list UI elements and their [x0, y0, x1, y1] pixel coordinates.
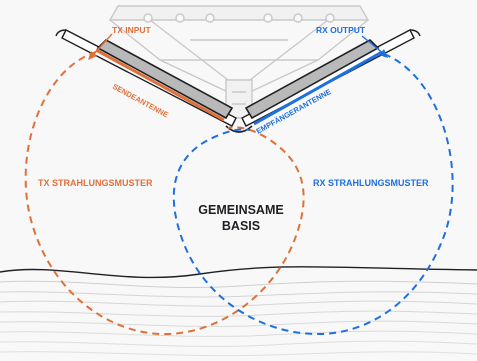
tx-radiation-pattern [24, 51, 305, 336]
rx-antenna-edge [253, 50, 383, 126]
ground-texture-line [0, 351, 477, 357]
ground-texture-line [0, 330, 477, 337]
bracket-bolt [205, 13, 215, 23]
ground-texture-line [0, 300, 477, 307]
rx-antenna [244, 39, 383, 126]
bracket-diagonal [149, 19, 229, 81]
bracket-bolt [325, 13, 335, 23]
rx-output-arrow [361, 35, 388, 58]
bracket-bolt [143, 13, 153, 23]
rx-output-arrow-line [361, 35, 385, 55]
tx-input-arrow [88, 33, 113, 60]
ground-texture-line [0, 310, 477, 317]
ground-texture-line [0, 320, 477, 327]
bracket-bolt [293, 13, 303, 23]
right-wing-outline [241, 29, 415, 127]
bracket-bolt [263, 13, 273, 23]
common-base-label-line1: GEMEINSAME [198, 203, 283, 217]
tx-input-arrow-line [91, 33, 113, 57]
ground-horizon-line [0, 266, 477, 279]
rx-antenna-panel [244, 39, 380, 120]
tx-antenna-panel [96, 39, 234, 120]
bracket-bolt [175, 13, 185, 23]
tx-input-label: TX INPUT [112, 25, 152, 35]
ground-texture-line [0, 340, 477, 347]
rx-pattern-label: RX STRAHLUNGSMUSTER [313, 178, 429, 188]
left-wing-tip [55, 29, 67, 37]
tx-antenna-edge [95, 48, 225, 122]
rx-radiation-pattern [172, 53, 454, 336]
ground-texture-line [0, 280, 477, 289]
bracket-diagonal [249, 19, 329, 81]
tx-pattern-label: TX STRAHLUNGSMUSTER [38, 178, 153, 188]
right-wing-tip [409, 29, 421, 37]
tx-input-arrowhead [88, 51, 97, 60]
mounting-bracket [108, 5, 370, 119]
rx-output-arrowhead [379, 49, 388, 58]
common-base-label-line2: BASIS [222, 219, 260, 233]
bracket-center-post-detail [232, 91, 246, 105]
rx-output-label: RX OUTPUT [316, 25, 366, 35]
